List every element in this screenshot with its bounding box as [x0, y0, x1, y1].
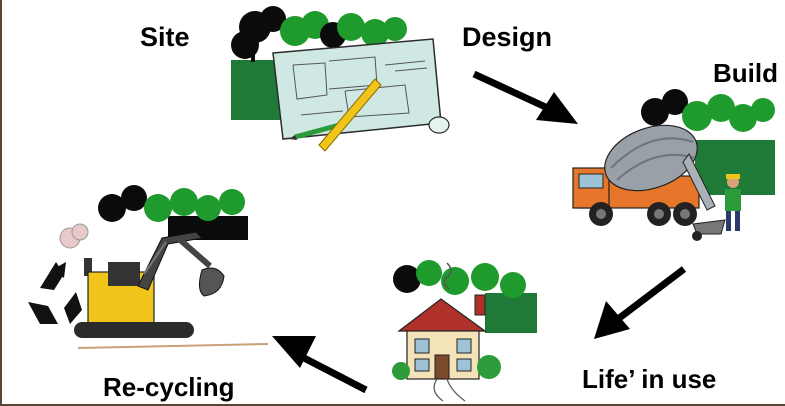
life-in-use-illustration: [392, 260, 537, 402]
site-design-illustration: [231, 6, 450, 152]
stage-label-site: Site: [140, 22, 190, 52]
trees-icon: [98, 185, 248, 240]
worker-icon: [692, 174, 741, 241]
stage-label-life-in-use: Life’ in use: [582, 364, 717, 394]
build-illustration: [572, 89, 775, 241]
arrow-life-to-recycling: [272, 336, 368, 394]
stage-label-recycling: Re-cycling: [103, 372, 235, 402]
recycle-icon: [28, 262, 82, 324]
cement-mixer-truck-icon: [572, 124, 716, 226]
stage-label-build: Build: [713, 58, 778, 88]
arrow-build-to-life: [594, 266, 687, 339]
house-icon: [392, 262, 501, 402]
ruler-icon: [318, 78, 382, 152]
arrow-design-to-build: [472, 70, 578, 124]
excavator-icon: [59, 223, 269, 349]
trees-icon: [641, 89, 775, 195]
frame-bottom-border: [0, 404, 785, 406]
recycling-illustration: [28, 185, 269, 349]
stage-label-design: Design: [462, 22, 553, 52]
frame-left-border: [0, 0, 2, 406]
blueprint-icon: [272, 38, 450, 140]
